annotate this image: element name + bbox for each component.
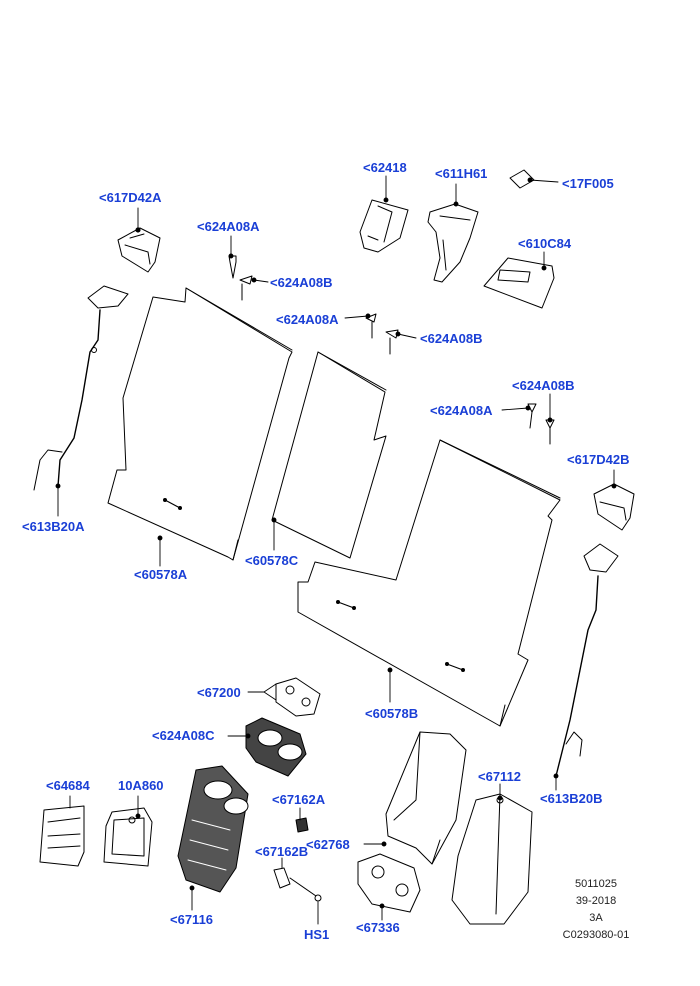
label-624a08b-right[interactable]: <624A08B — [512, 378, 575, 393]
label-67116[interactable]: <67116 — [170, 912, 214, 927]
reference-revision: 3A — [589, 912, 603, 924]
label-10a860[interactable]: 10A860 — [118, 778, 164, 793]
label-hs1[interactable]: HS1 — [304, 927, 330, 942]
seat-back-panel-60578c — [271, 351, 387, 559]
label-67112[interactable]: <67112 — [478, 769, 522, 784]
pins-624a08 — [228, 255, 555, 445]
fasteners-67162 — [273, 817, 322, 902]
release-cable-613b20a — [33, 285, 129, 491]
cover-610c84 — [483, 257, 555, 309]
hinge-62418 — [359, 199, 409, 253]
cup-holder-insert-67200 — [275, 677, 321, 717]
label-17f005[interactable]: <17F005 — [562, 176, 614, 191]
label-617d42a[interactable]: <617D42A — [99, 190, 162, 205]
label-624a08b-mid[interactable]: <624A08B — [420, 331, 483, 346]
label-60578c[interactable]: <60578C — [245, 553, 299, 568]
label-67162b[interactable]: <67162B — [255, 844, 309, 859]
armrest-base-67116 — [177, 765, 249, 893]
label-67336[interactable]: <67336 — [356, 920, 400, 935]
reference-code: C0293080-01 — [562, 929, 630, 941]
release-cable-613b20b — [555, 543, 619, 777]
label-62418[interactable]: <62418 — [363, 160, 407, 175]
bracket-611h61 — [427, 203, 479, 283]
label-60578b[interactable]: <60578B — [365, 706, 419, 721]
label-613b20a[interactable]: <613B20A — [22, 519, 85, 534]
cover-64684 — [39, 805, 85, 867]
lid-10a860 — [103, 807, 153, 867]
label-624a08a-top[interactable]: <624A08A — [197, 219, 260, 234]
label-617d42b[interactable]: <617D42B — [567, 452, 630, 467]
label-624a08b-top[interactable]: <624A08B — [270, 275, 333, 290]
latch-bracket-617d42a — [117, 227, 161, 273]
armrest-cover-62768 — [385, 731, 467, 865]
bracket-67336 — [357, 853, 421, 913]
cup-holder-624a08c — [245, 717, 307, 777]
reference-number: 5011025 — [574, 878, 617, 890]
seat-back-panel-60578a — [107, 287, 293, 561]
seat-back-panel-60578b — [297, 439, 561, 727]
label-60578a[interactable]: <60578A — [134, 567, 188, 582]
label-64684[interactable]: <64684 — [46, 778, 90, 793]
label-611h61[interactable]: <611H61 — [435, 166, 488, 181]
armrest-pad-67112 — [451, 793, 533, 925]
latch-bracket-617d42b — [593, 483, 635, 531]
label-624a08a-right[interactable]: <624A08A — [430, 403, 493, 418]
label-624a08a-mid[interactable]: <624A08A — [276, 312, 339, 327]
label-67200[interactable]: <67200 — [197, 685, 241, 700]
label-624a08c[interactable]: <624A08C — [152, 728, 215, 743]
label-62768[interactable]: <62768 — [306, 837, 350, 852]
label-613b20b[interactable]: <613B20B — [540, 791, 603, 806]
reference-date: 39-2018 — [575, 895, 617, 907]
label-67162a[interactable]: <67162A — [272, 792, 326, 807]
leader-lines — [55, 175, 617, 925]
label-610c84[interactable]: <610C84 — [518, 236, 572, 251]
